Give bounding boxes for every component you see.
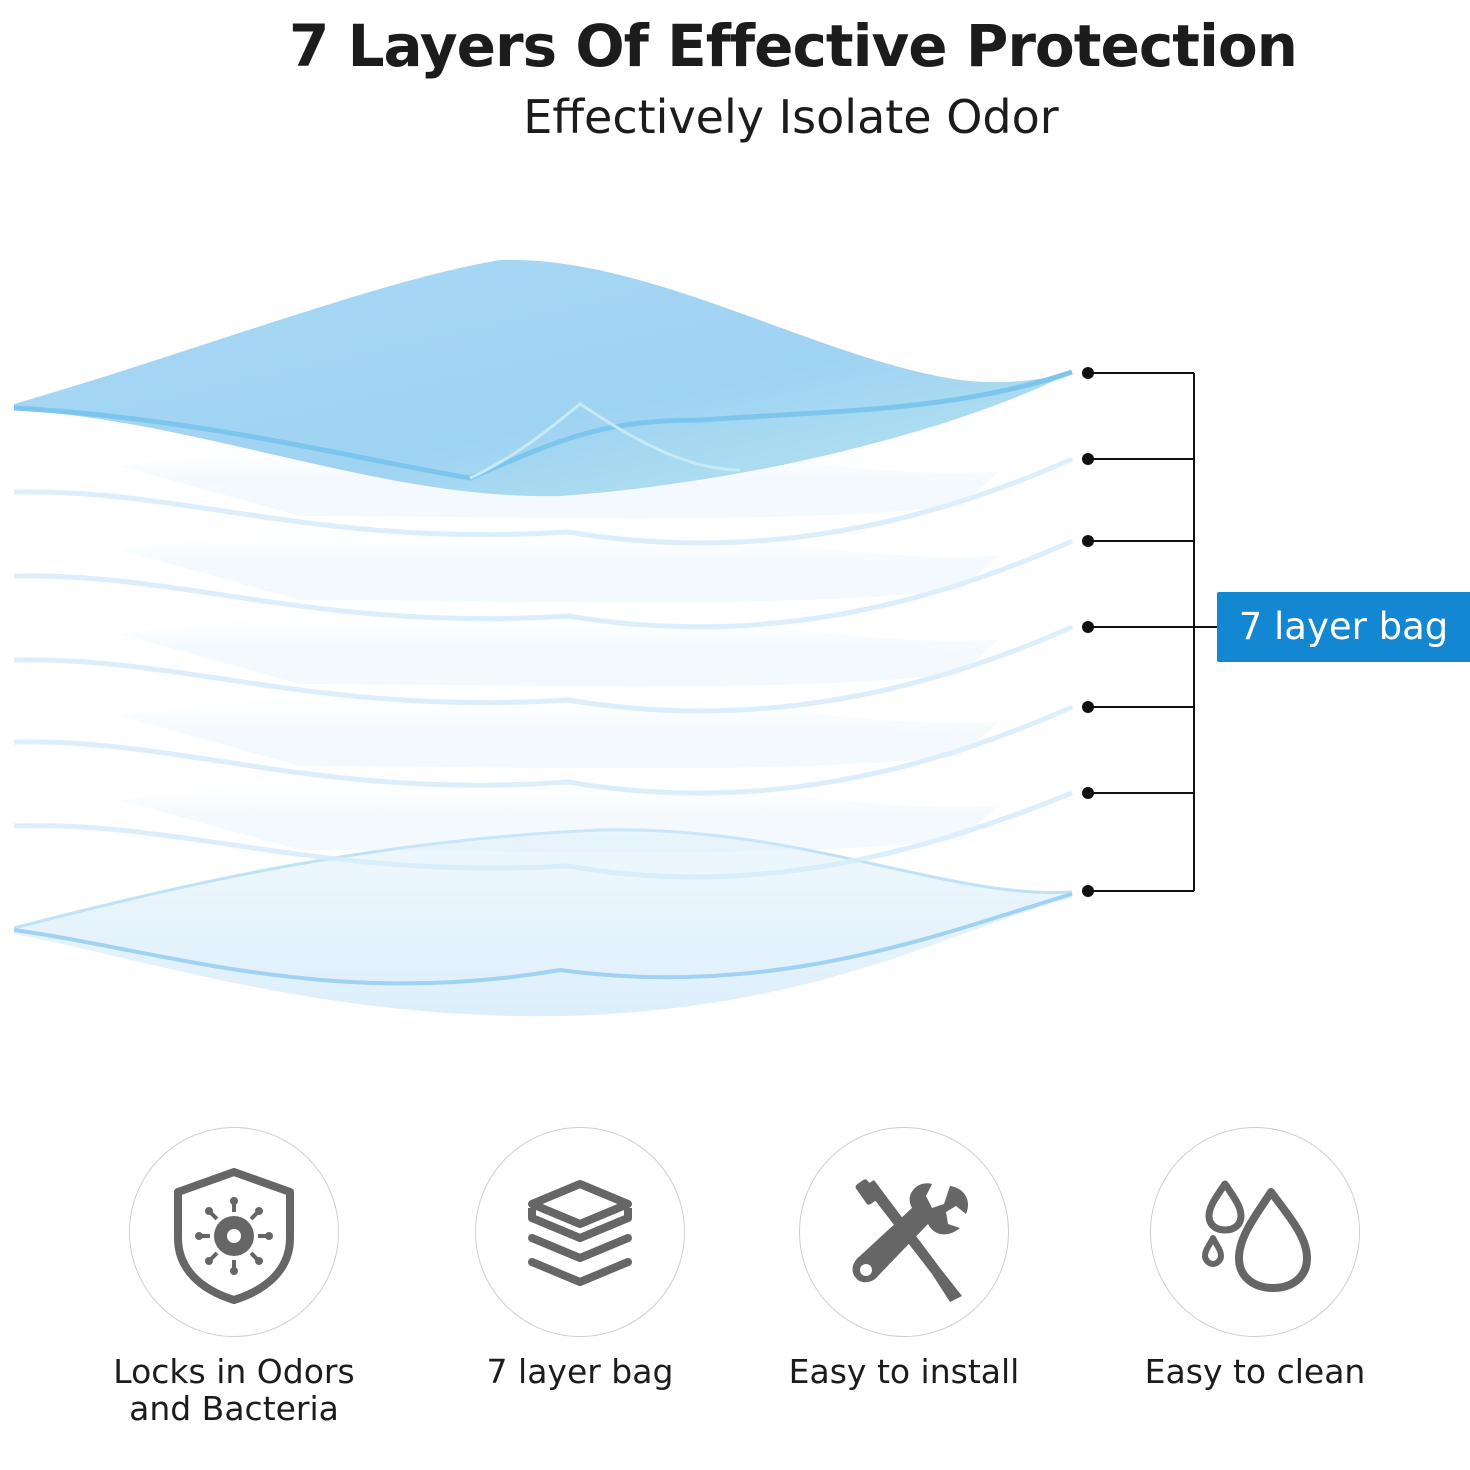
page-title: 7 Layers Of Effective Protection — [289, 12, 1298, 80]
layers-icon — [528, 1180, 632, 1286]
feature-label: Easy to install — [788, 1352, 1020, 1391]
feature-icon-circle — [129, 1127, 339, 1337]
tools-icon — [852, 1179, 969, 1302]
layers-illustration — [13, 259, 1217, 1017]
marker-dot — [1082, 885, 1094, 897]
layer-bracket — [1088, 372, 1217, 892]
marker-dot — [1082, 787, 1094, 799]
water-drops-icon — [1202, 1180, 1311, 1292]
layer-3 — [13, 521, 1074, 630]
feature-7-layer: 7 layer bag — [430, 1127, 730, 1390]
layer-1 — [13, 259, 1073, 497]
marker-dot — [1082, 453, 1094, 465]
feature-icon-circle — [475, 1127, 685, 1337]
page-subtitle: Effectively Isolate Odor — [523, 90, 1059, 144]
layer-7 — [13, 828, 1073, 1017]
feature-label: Locks in Odors and Bacteria — [113, 1352, 355, 1428]
marker-dot — [1082, 535, 1094, 547]
shield-virus-icon — [174, 1168, 294, 1304]
marker-dot — [1082, 701, 1094, 713]
feature-label: 7 layer bag — [486, 1352, 674, 1391]
layer-markers — [1082, 367, 1094, 897]
layer-6 — [13, 771, 1073, 880]
marker-dot — [1082, 621, 1094, 633]
callout-badge: 7 layer bag — [1217, 592, 1470, 662]
feature-locks-odors: Locks in Odors and Bacteria — [84, 1127, 384, 1427]
feature-icon-circle — [1150, 1127, 1360, 1337]
feature-icon-circle — [799, 1127, 1009, 1337]
feature-easy-install: Easy to install — [754, 1127, 1054, 1390]
feature-label: Easy to clean — [1144, 1352, 1366, 1391]
layer-4 — [13, 605, 1074, 714]
feature-easy-clean: Easy to clean — [1105, 1127, 1405, 1390]
layer-5 — [13, 687, 1074, 796]
marker-dot — [1082, 367, 1094, 379]
